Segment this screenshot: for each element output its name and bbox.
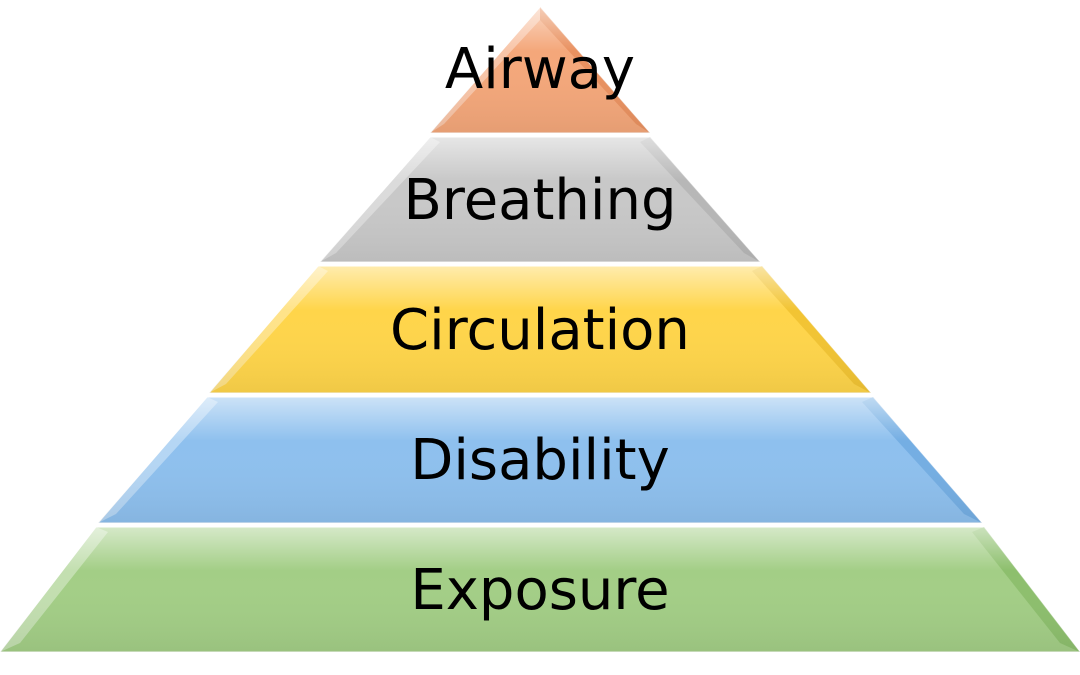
tier-airway-gloss xyxy=(430,7,650,133)
tier-circulation: Circulation xyxy=(207,265,873,394)
tier-airway-label: Airway xyxy=(445,37,635,102)
tier-exposure-label: Exposure xyxy=(410,558,669,623)
tier-airway: Airway xyxy=(428,6,652,134)
tier-disability: Disability xyxy=(96,396,984,524)
tier-disability-gloss xyxy=(98,397,982,523)
tier-circulation-gloss xyxy=(209,266,871,393)
tier-circulation-label: Circulation xyxy=(390,298,690,363)
tier-breathing-label: Breathing xyxy=(403,168,676,233)
tier-breathing: Breathing xyxy=(318,136,762,263)
tier-exposure: Exposure xyxy=(0,526,1080,653)
tier-breathing-gloss xyxy=(320,137,760,262)
tier-disability-label: Disability xyxy=(410,428,670,493)
tier-exposure-gloss xyxy=(0,527,1080,652)
